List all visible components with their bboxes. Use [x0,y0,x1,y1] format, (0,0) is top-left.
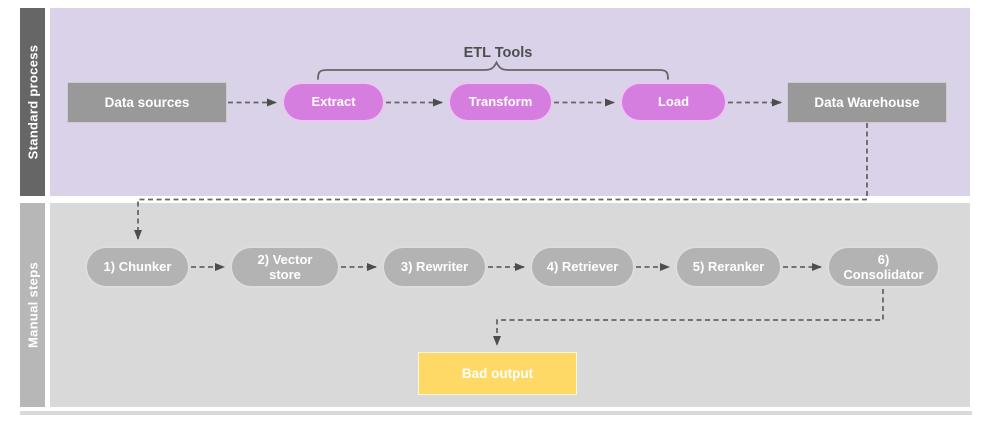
node-data-warehouse: Data Warehouse [787,82,947,123]
node-load-label: Load [657,94,690,110]
lane-manual-steps-label: Manual steps [25,262,40,348]
next-lane-edge-strip [20,411,972,415]
node-consolidator: 6) Consolidator [827,246,940,288]
node-consolidator-label: 6) Consolidator [843,251,924,282]
node-retriever-label: 4) Retriever [546,259,619,275]
node-rewriter: 3) Rewriter [382,246,487,288]
node-load: Load [620,82,727,122]
node-transform-label: Transform [468,94,533,110]
node-extract-label: Extract [311,94,356,110]
lane-standard-process-label: Standard process [25,44,40,160]
node-retriever: 4) Retriever [530,246,635,288]
node-data-warehouse-label: Data Warehouse [814,94,920,110]
lane-manual-steps-title-bar: Manual steps [20,203,45,407]
node-chunker: 1) Chunker [85,246,190,288]
node-bad-output: Bad output [418,352,577,395]
node-chunker-label: 1) Chunker [103,259,172,275]
node-data-sources: Data sources [67,82,227,123]
node-bad-output-label: Bad output [461,365,534,381]
node-reranker: 5) Reranker [675,246,782,288]
node-rewriter-label: 3) Rewriter [400,259,469,275]
node-extract: Extract [282,82,385,122]
lane-standard-process-title-bar: Standard process [20,8,45,196]
node-reranker-label: 5) Reranker [692,259,765,275]
node-vector-store-label: 2) Vector store [257,251,313,282]
node-data-sources-label: Data sources [104,94,190,110]
node-transform: Transform [448,82,553,122]
etl-tools-group-label: ETL Tools [463,45,533,61]
node-vector-store: 2) Vector store [230,246,340,288]
